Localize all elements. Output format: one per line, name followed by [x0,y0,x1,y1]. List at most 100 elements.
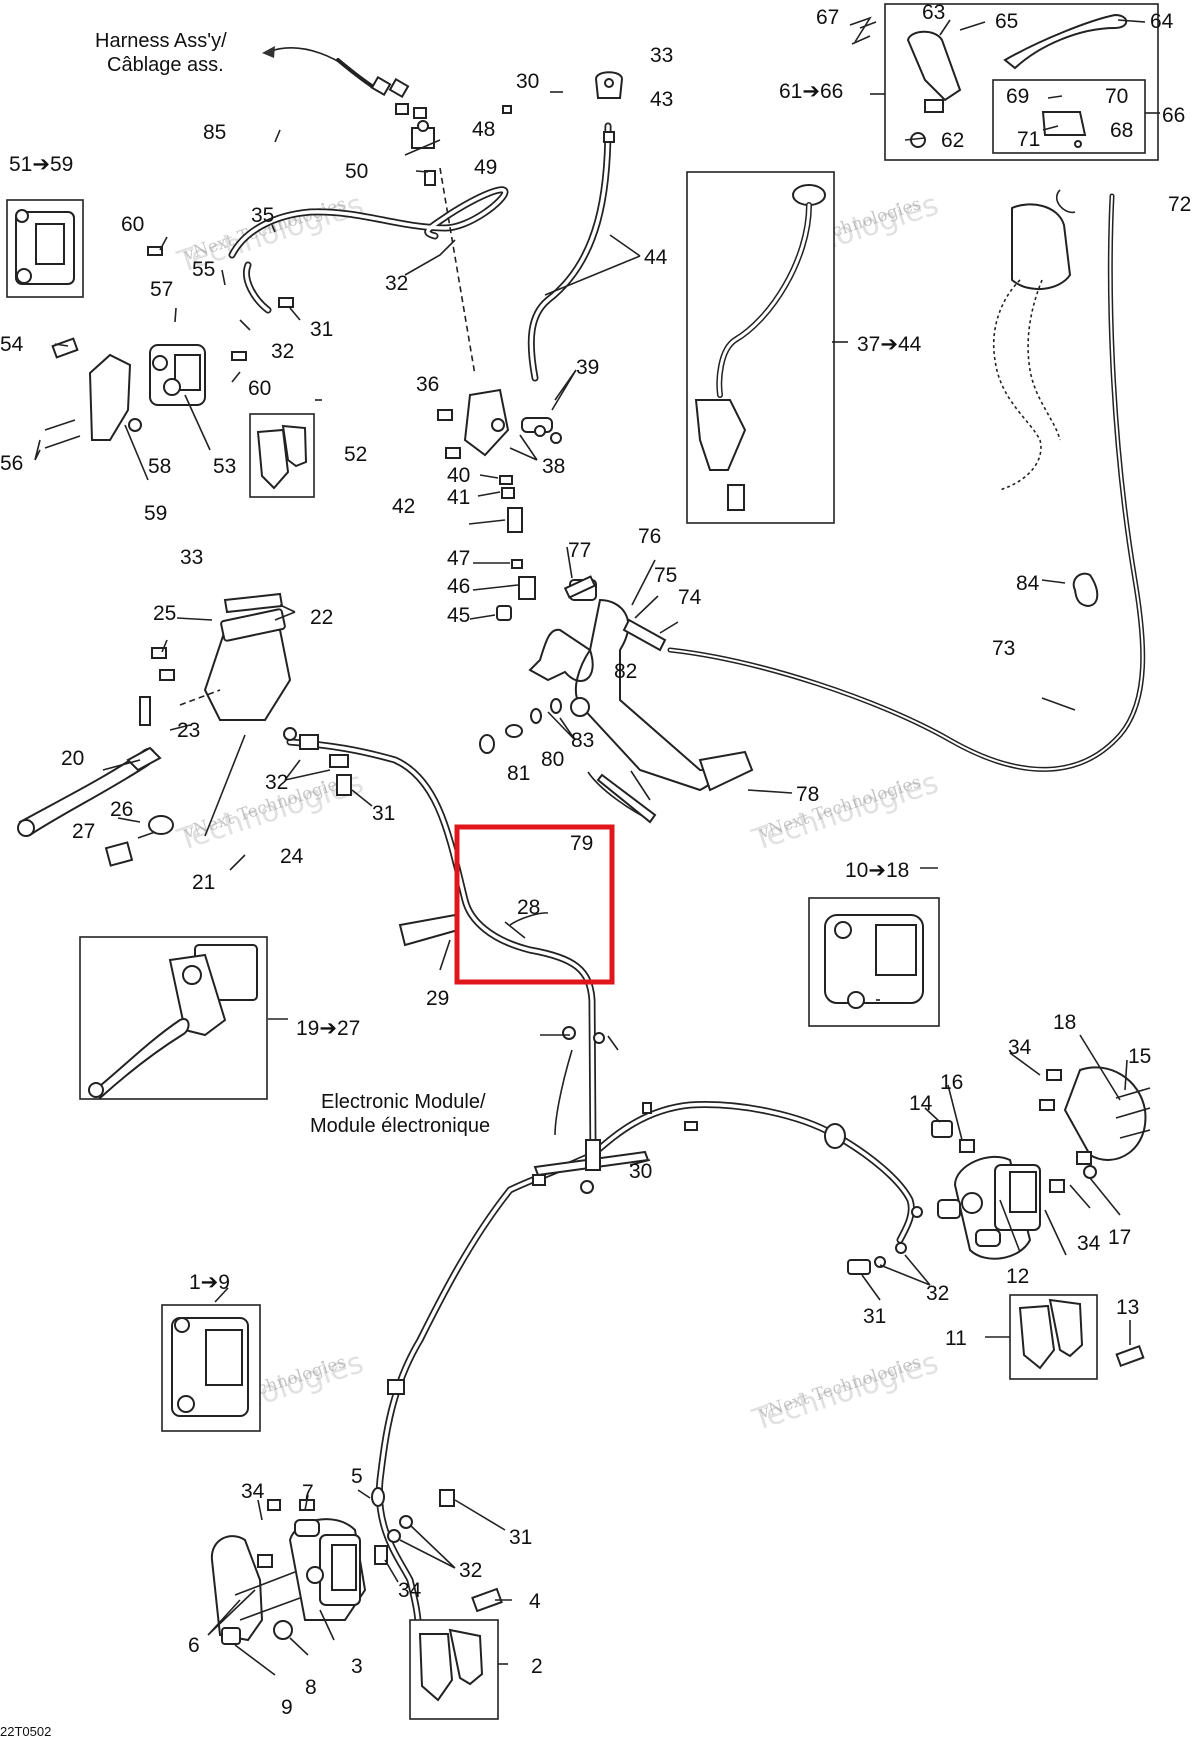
callout-63: 63 [922,1,945,24]
callout-56: 56 [0,452,23,475]
callout-66: 66 [1162,104,1185,127]
callout-6: 6 [188,1634,200,1657]
callout-80: 80 [541,748,564,771]
callout-49: 49 [474,156,497,179]
callout-10to18: 10➔18 [845,859,909,882]
callout-64: 64 [1150,10,1174,33]
callout-59: 59 [144,502,167,525]
callout-77: 77 [568,539,591,562]
callout-30-top: 30 [516,70,539,93]
callouts: 67 63 65 64 61➔66 69 70 66 68 71 62 33 3… [0,1,1191,1719]
callout-58: 58 [148,455,171,478]
callout-17: 17 [1108,1226,1131,1249]
callout-31-right: 31 [863,1305,886,1328]
callout-32-mid: 32 [271,340,294,363]
callout-51to59: 51➔59 [9,153,73,176]
callout-67: 67 [816,6,839,29]
callout-70: 70 [1105,85,1128,108]
callout-14: 14 [909,1092,933,1115]
callout-61to66: 61➔66 [779,80,843,103]
callout-40: 40 [447,464,470,487]
callout-45: 45 [447,604,470,627]
panel-1-9 [161,1304,261,1432]
callout-18: 18 [1053,1011,1076,1034]
callout-46: 46 [447,575,470,598]
callout-30-lower: 30 [629,1160,652,1183]
callout-41: 41 [447,486,470,509]
callout-84: 84 [1016,572,1040,595]
callout-12: 12 [1006,1265,1029,1288]
callout-34-right2: 34 [1077,1232,1101,1255]
callout-31-top: 31 [310,318,333,341]
callout-27: 27 [72,820,95,843]
front-master-cylinder [17,592,597,1154]
callout-19to27: 19➔27 [296,1017,360,1040]
callout-73: 73 [992,637,1015,660]
middle-upper-parts [502,71,641,382]
callout-33-mid: 33 [180,546,203,569]
callout-83: 83 [571,729,594,752]
captions: Harness Ass'y/ Câblage ass. Electronic M… [0,30,490,1739]
callout-22: 22 [310,606,333,629]
harness-assembly [262,46,436,186]
harness-caption-en: Harness Ass'y/ [95,30,227,52]
panel-10-18 [808,897,940,1027]
callout-3: 3 [351,1655,363,1678]
watermark-6: Technologies vNext Technologies [748,1345,943,1438]
panel-2-pads [409,1619,499,1720]
callout-28: 28 [517,896,540,919]
callout-32-bottom: 32 [459,1559,482,1582]
callout-21: 21 [192,871,215,894]
callout-25: 25 [153,602,176,625]
harness-caption-fr: Câblage ass. [107,54,224,76]
proportioning-valve [437,167,562,621]
callout-81: 81 [507,762,530,785]
callout-4: 4 [529,1590,541,1613]
watermark-4: Technologies vNext Technologies [748,765,943,858]
callout-31-left: 31 [372,802,395,825]
callout-29: 29 [426,987,449,1010]
callout-69: 69 [1006,85,1029,108]
callout-54: 54 [0,333,24,356]
caliper-front-left [44,246,294,449]
callout-35: 35 [251,204,274,227]
callout-11: 11 [945,1327,967,1350]
callout-2: 2 [531,1655,543,1678]
caliper-rear-right [847,1066,1151,1368]
panel-51-59 [6,199,84,298]
callout-75: 75 [654,564,677,587]
callout-36: 36 [416,373,439,396]
leader-lines [34,16,1160,1676]
callout-24: 24 [280,845,304,868]
callout-33-top: 33 [650,44,673,67]
callout-37to44: 37➔44 [857,333,922,356]
front-brake-hose-upper [228,186,509,314]
callout-74: 74 [678,586,702,609]
panel-61-66 [851,3,1159,161]
brake-pedal [479,575,754,824]
callout-47: 47 [447,547,470,570]
callout-9: 9 [281,1696,293,1719]
callout-82: 82 [614,660,637,683]
callout-34-right: 34 [1008,1036,1032,1059]
callout-42: 42 [392,495,415,518]
callout-7: 7 [302,1481,314,1504]
caliper-rear-left [210,1487,503,1645]
callout-13: 13 [1116,1296,1139,1319]
callout-55: 55 [192,258,215,281]
callout-34-bottom: 34 [398,1579,422,1602]
callout-79: 79 [570,832,593,855]
callout-5: 5 [351,1465,363,1488]
panel-52-pads [249,413,315,498]
callout-28-leader [509,912,549,926]
callout-8: 8 [305,1676,317,1699]
callout-60-top: 60 [121,213,144,236]
callout-72: 72 [1168,193,1191,216]
panel-37-44 [686,171,835,524]
callout-71: 71 [1017,128,1040,151]
callout-48: 48 [472,118,495,141]
callout-32-top: 32 [385,272,408,295]
callout-34-left: 34 [241,1480,265,1503]
callout-76: 76 [638,525,661,548]
